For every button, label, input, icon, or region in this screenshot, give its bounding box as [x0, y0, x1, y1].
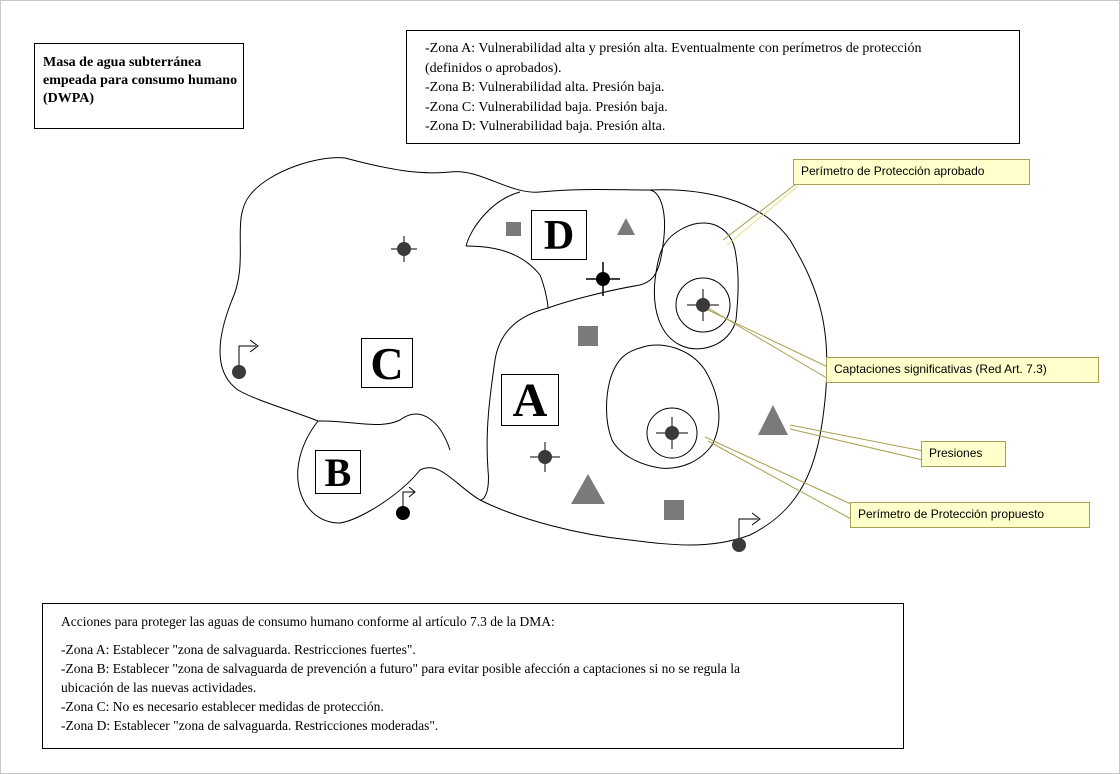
callout-approved-perimeter: Perímetro de Protección aprobado: [793, 159, 1030, 185]
zone-b-boundary: [317, 413, 451, 451]
square-icon: [578, 326, 598, 346]
zone-label-d: D: [531, 210, 587, 260]
crosshair-dot-icon: [391, 236, 417, 262]
arrow-dot-icon: [232, 339, 259, 379]
zone-d-boundary: [465, 189, 666, 309]
page-title: Masa de agua subterránea empeada para co…: [43, 55, 238, 106]
zones-legend-line: -Zona D: Vulnerabilidad baja. Presión al…: [425, 119, 666, 134]
callout-pointer-aprobado: [722, 183, 797, 241]
callout-pointer-presiones-b: [789, 428, 924, 461]
actions-line: -Zona B: Establecer "zona de salvaguarda…: [61, 661, 740, 676]
title-box: Masa de agua subterránea empeada para co…: [34, 43, 244, 129]
actions-heading: Acciones para proteger las aguas de cons…: [61, 614, 555, 629]
actions-line: ubicación de las nuevas actividades.: [61, 680, 257, 695]
arrow-dot-icon: [396, 486, 416, 520]
crosshair-dot-icon: [687, 289, 719, 321]
callout-pointer-propuesto-b: [707, 440, 854, 521]
callout-pressures: Presiones: [921, 441, 1006, 467]
zones-legend-line: -Zona A: Vulnerabilidad alta y presión a…: [425, 41, 922, 56]
zone-label-c: C: [361, 338, 413, 389]
callout-significant-wells: Captaciones significativas (Red Art. 7.3…: [826, 357, 1099, 383]
square-icon: [506, 222, 521, 236]
zone-label-a: A: [501, 374, 559, 427]
actions-line: -Zona A: Establecer "zona de salvaguarda…: [61, 642, 416, 657]
triangle-icon: [617, 218, 635, 235]
square-icon: [664, 500, 684, 520]
callout-pointer-presiones: [789, 424, 924, 452]
arrow-dot-icon: [732, 512, 761, 552]
zone-a-boundary: [479, 307, 549, 501]
callout-pointer-propuesto: [704, 436, 854, 506]
triangle-icon: [758, 405, 788, 435]
zone-d-top-curve: [465, 191, 521, 247]
actions-box: Acciones para proteger las aguas de cons…: [42, 603, 904, 749]
crosshair-dot-icon: [530, 442, 560, 472]
crosshair-dot-icon: [656, 417, 688, 449]
actions-line: -Zona D: Establecer "zona de salvaguarda…: [61, 718, 439, 733]
callout-pointer-captaciones-b: [705, 308, 831, 369]
zones-legend-line: -Zona C: Vulnerabilidad baja. Presión ba…: [425, 99, 668, 115]
zones-legend-box: -Zona A: Vulnerabilidad alta y presión a…: [406, 30, 1020, 144]
zones-legend-line: -Zona B: Vulnerabilidad alta. Presión ba…: [425, 80, 665, 95]
approved-perimeter: [653, 222, 739, 350]
callout-proposed-perimeter: Perímetro de Protección propuesto: [850, 502, 1090, 528]
actions-line: -Zona C: No es necesario establecer medi…: [61, 699, 384, 714]
triangle-icon: [571, 474, 605, 504]
proposed-inner-ring: [646, 407, 698, 459]
aquifer-boundary: [219, 157, 828, 546]
crosshair-dot-icon: [586, 262, 620, 296]
approved-inner-ring: [675, 277, 731, 333]
proposed-perimeter: [606, 344, 720, 469]
zone-label-b: B: [315, 450, 361, 495]
callout-pointer-aprobado-b: [726, 185, 799, 246]
zones-legend-line: (definidos o aprobados).: [425, 60, 562, 76]
